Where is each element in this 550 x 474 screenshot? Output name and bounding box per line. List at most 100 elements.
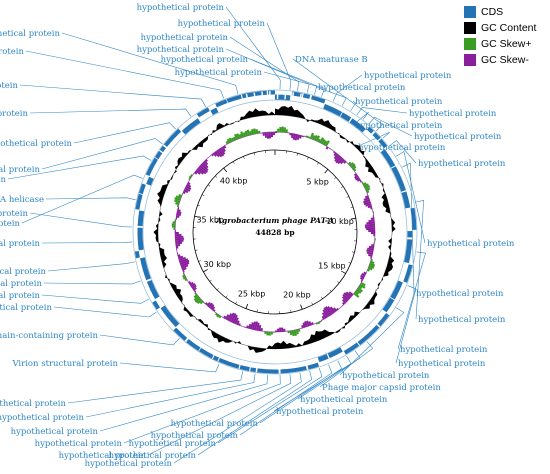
gc-skew-bar xyxy=(279,327,282,332)
gc-skew-bar xyxy=(228,312,235,322)
cds-segment xyxy=(323,103,343,117)
gc-skew-bar xyxy=(325,140,330,147)
cds-segment xyxy=(226,94,242,103)
gc-skew-bar xyxy=(336,307,339,311)
gc-skew-bar xyxy=(311,135,316,140)
gc-skew-bar xyxy=(333,152,338,157)
kbp-label: 5 kbp xyxy=(306,178,328,187)
gc-skew-bar xyxy=(254,321,258,331)
gc-skew-bar xyxy=(363,201,371,206)
gc-skew-bar xyxy=(352,165,357,170)
gc-skew-bar xyxy=(226,138,231,144)
gc-skew-bar xyxy=(208,302,213,308)
legend-label: GC Skew+ xyxy=(481,38,532,50)
gc-skew-bar xyxy=(255,129,259,134)
gc-skew-bar xyxy=(264,132,268,138)
gene-label: Phage major capsid protein xyxy=(322,383,441,393)
label-leader-line xyxy=(395,285,417,364)
gc-skew-bar xyxy=(367,247,374,251)
gc-skew-bar xyxy=(225,140,229,145)
gc-skew-bar xyxy=(370,258,373,262)
label-leader-line xyxy=(332,74,363,102)
cds-segment xyxy=(173,327,188,341)
cds-segment xyxy=(212,355,220,362)
gc-skew-bar xyxy=(290,133,294,139)
gc-skew-bar xyxy=(335,156,342,164)
gc-skew-bar xyxy=(287,132,290,134)
center-title: Agrobacterium phage PAT-A 44828 bp xyxy=(215,216,334,237)
cds-segment xyxy=(215,99,228,108)
cds-segment xyxy=(218,357,240,369)
gc-skew-bar xyxy=(370,232,375,235)
gc-skew-bar xyxy=(289,330,293,336)
gc-skew-bar xyxy=(175,195,182,200)
gc-skew-bar xyxy=(260,328,263,332)
label-leader-line xyxy=(249,58,318,95)
cds-segment xyxy=(291,91,303,98)
gene-label: hypothetical protein xyxy=(398,359,486,369)
gene-label: hypothetical protein xyxy=(409,109,497,119)
gc-skew-bar xyxy=(256,322,260,331)
cds-marker xyxy=(276,91,279,100)
gc-skew-bar xyxy=(275,330,278,332)
gc-skew-bar xyxy=(310,322,314,325)
gc-skew-bar xyxy=(363,199,371,204)
cds-segment xyxy=(152,300,161,310)
label-leader-line xyxy=(85,373,256,418)
gc-skew-bar xyxy=(197,166,207,175)
gc-skew-bar xyxy=(277,128,280,133)
label-leader-line xyxy=(396,150,426,244)
gc-skew-bar xyxy=(179,260,190,265)
gc-skew-bar xyxy=(177,254,181,257)
gc-skew-bar xyxy=(171,223,176,226)
gc-skew-bar xyxy=(360,282,366,287)
label-leader-line xyxy=(45,197,136,201)
gene-label: hypothetical protein xyxy=(0,175,7,185)
gc-skew-bar xyxy=(372,211,375,214)
gc-skew-bar xyxy=(289,133,292,136)
gc-skew-bar xyxy=(221,146,226,153)
gene-label: hypothetical protein xyxy=(0,209,29,219)
gene-label: hypothetical protein xyxy=(151,431,239,441)
label-leader-line xyxy=(414,200,425,320)
legend-label: CDS xyxy=(481,6,504,18)
gene-label: hypothetical protein xyxy=(418,315,506,325)
gene-label: hypothetical protein xyxy=(0,291,41,301)
cds-segment xyxy=(280,365,307,374)
gc-skew-bar xyxy=(264,331,267,334)
cds-segment xyxy=(404,239,413,264)
gc-skew-bar xyxy=(341,301,345,305)
gc-skew-bar xyxy=(368,219,375,223)
gc-skew-bar xyxy=(367,205,372,209)
gc-skew-bar xyxy=(177,252,179,255)
gc-skew-bar xyxy=(366,221,375,225)
gc-skew-bar xyxy=(365,203,372,207)
label-leader-line xyxy=(119,362,220,373)
gc-skew-bar xyxy=(232,314,238,324)
gene-label: hypothetical protein xyxy=(400,345,488,355)
gene-label: hypothetical protein xyxy=(0,399,67,409)
gc-skew-bar xyxy=(174,199,180,204)
cds-segment xyxy=(410,207,417,230)
cds-segment xyxy=(407,231,413,238)
gene-label: hypothetical protein xyxy=(0,81,19,91)
label-leader-line xyxy=(41,138,163,170)
cds-segment xyxy=(377,312,390,327)
gc-skew-bar xyxy=(173,227,176,230)
gc-skew-bar xyxy=(194,297,201,303)
gene-label: hypothetical protein xyxy=(355,121,443,131)
gc-skew-bar xyxy=(266,331,269,336)
gc-skew-bar xyxy=(309,132,315,140)
gc-skew-bar xyxy=(184,187,191,192)
legend-swatch xyxy=(464,6,476,18)
gene-label: hypothetical protein xyxy=(129,439,217,449)
gc-skew-bar xyxy=(205,159,208,163)
gc-skew-bar xyxy=(359,180,362,183)
gene-label: hypothetical protein xyxy=(137,3,225,13)
gc-skew-bar xyxy=(219,147,226,155)
gc-skew-bar xyxy=(341,298,347,304)
gene-label: hypothetical protein xyxy=(11,427,99,437)
cds-segment xyxy=(196,107,210,118)
cds-segment xyxy=(401,191,411,209)
gc-skew-bar xyxy=(211,306,216,311)
